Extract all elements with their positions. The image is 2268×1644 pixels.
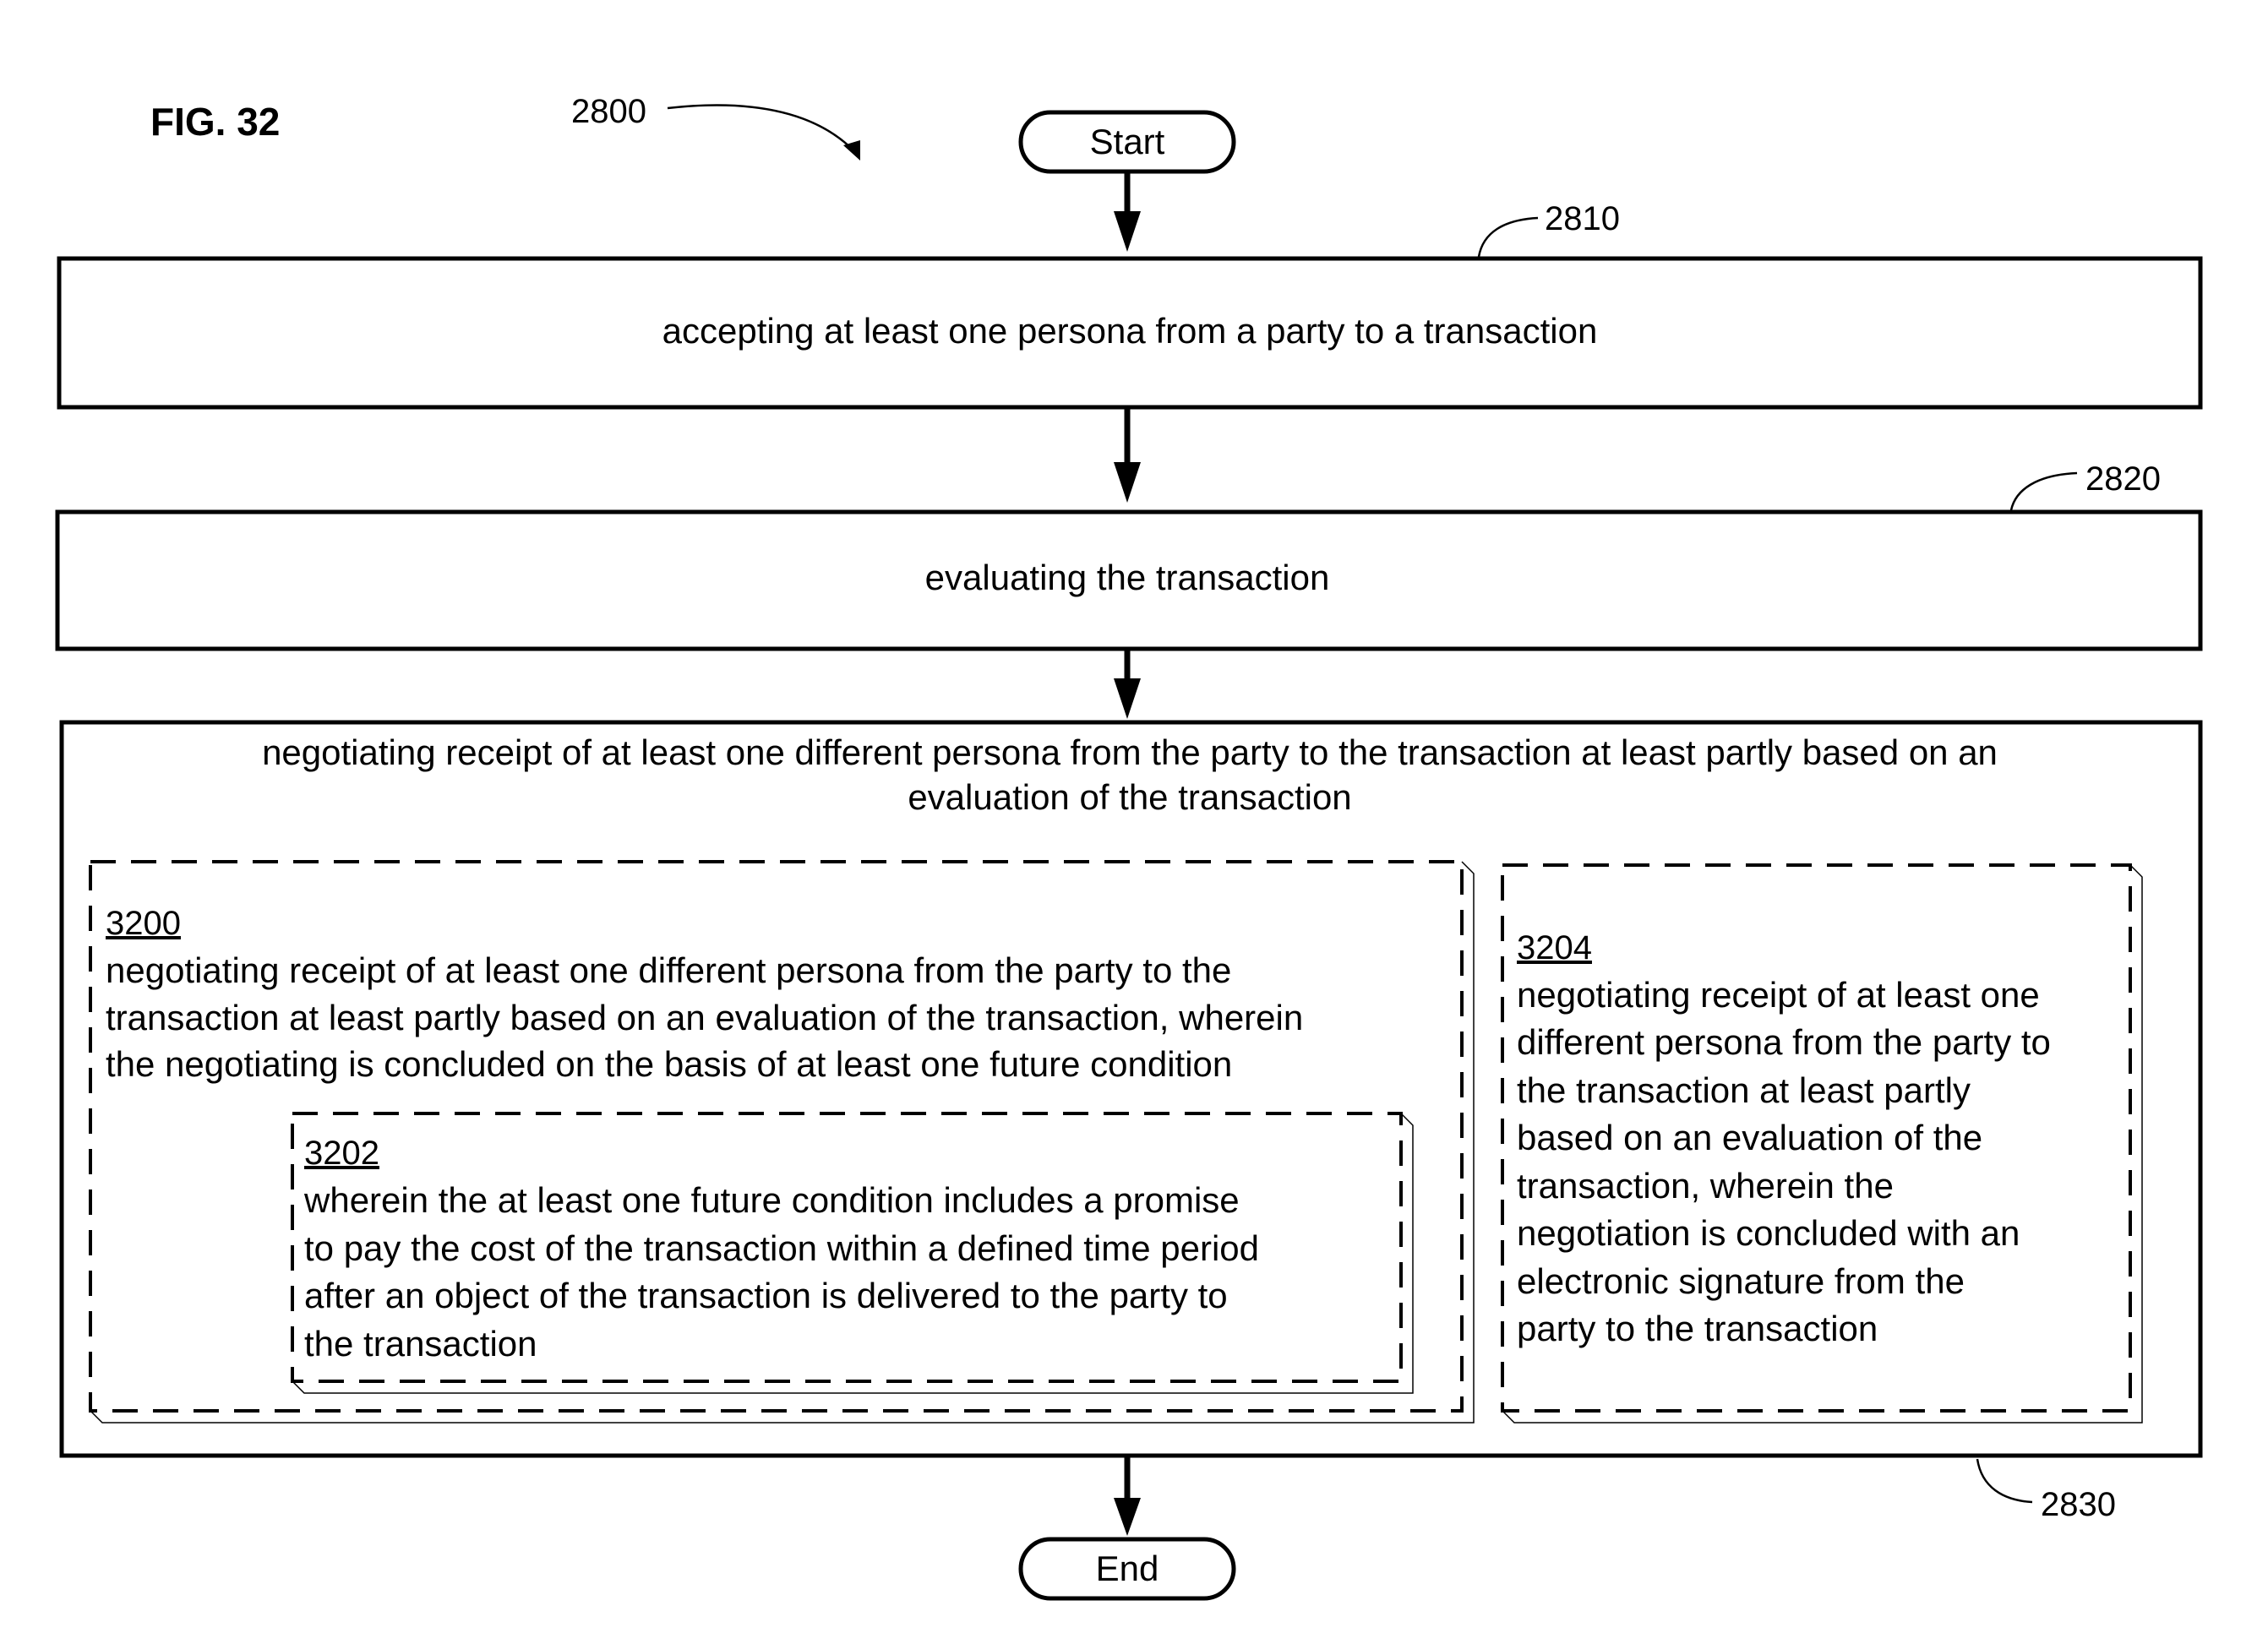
option-3202-line-1: wherein the at least one future conditio… [303,1180,1240,1220]
option-3204-line-5: transaction, wherein the [1517,1166,1894,1206]
option-3204-line-2: different persona from the party to [1517,1022,2051,1062]
step-2810-box: accepting at least one persona from a pa… [59,259,2200,407]
step-2820-text: evaluating the transaction [925,558,1330,597]
option-3204-box: 3204 negotiating receipt of at least one… [1502,865,2142,1423]
option-3204-line-7: electronic signature from the [1517,1261,1965,1301]
option-3202-reference: 3202 [304,1135,379,1172]
step-2820-box: evaluating the transaction [57,512,2200,649]
arrow-start-to-2810 [1114,171,1141,252]
start-label: Start [1090,122,1165,161]
start-terminal: Start [1021,112,1234,171]
option-3202-line-2: to pay the cost of the transaction withi… [304,1228,1259,1268]
step-2830-leader [1977,1459,2032,1502]
option-3204-line-1: negotiating receipt of at least one [1517,975,2040,1015]
arrow-2810-to-2820 [1114,409,1141,503]
option-3204-line-3: the transaction at least partly [1517,1070,1971,1110]
arrow-2830-to-end [1114,1457,1141,1536]
step-2830-text-line-2: evaluation of the transaction [908,777,1351,817]
step-2820-leader [2011,473,2077,510]
option-3200-box: 3200 negotiating receipt of at least one… [90,862,1474,1423]
end-label: End [1096,1549,1159,1588]
option-3202-box: 3202 wherein the at least one future con… [292,1113,1413,1393]
method-reference-leader [668,106,860,161]
arrow-2820-to-2830 [1114,651,1141,719]
option-3200-line-2: transaction at least partly based on an … [106,998,1303,1037]
step-2830-text-line-1: negotiating receipt of at least one diff… [262,732,1998,772]
option-3204-reference: 3204 [1517,929,1592,966]
step-2810-reference: 2810 [1545,200,1620,237]
option-3202-line-4: the transaction [304,1324,537,1364]
method-reference: 2800 [571,93,646,130]
step-2830-reference: 2830 [2041,1486,2116,1523]
option-3204-line-8: party to the transaction [1517,1309,1878,1348]
option-3200-line-3: the negotiating is concluded on the basi… [106,1044,1232,1084]
figure-label: FIG. 32 [150,100,280,144]
option-3204-line-4: based on an evaluation of the [1517,1118,1982,1157]
step-2810-text: accepting at least one persona from a pa… [662,311,1598,351]
option-3200-reference: 3200 [106,905,181,942]
step-2810-leader [1479,218,1538,257]
option-3202-line-3: after an object of the transaction is de… [304,1276,1228,1315]
option-3204-line-6: negotiation is concluded with an [1517,1213,2020,1253]
end-terminal: End [1021,1539,1234,1598]
option-3200-line-1: negotiating receipt of at least one diff… [106,950,1231,990]
step-2820-reference: 2820 [2085,460,2161,498]
